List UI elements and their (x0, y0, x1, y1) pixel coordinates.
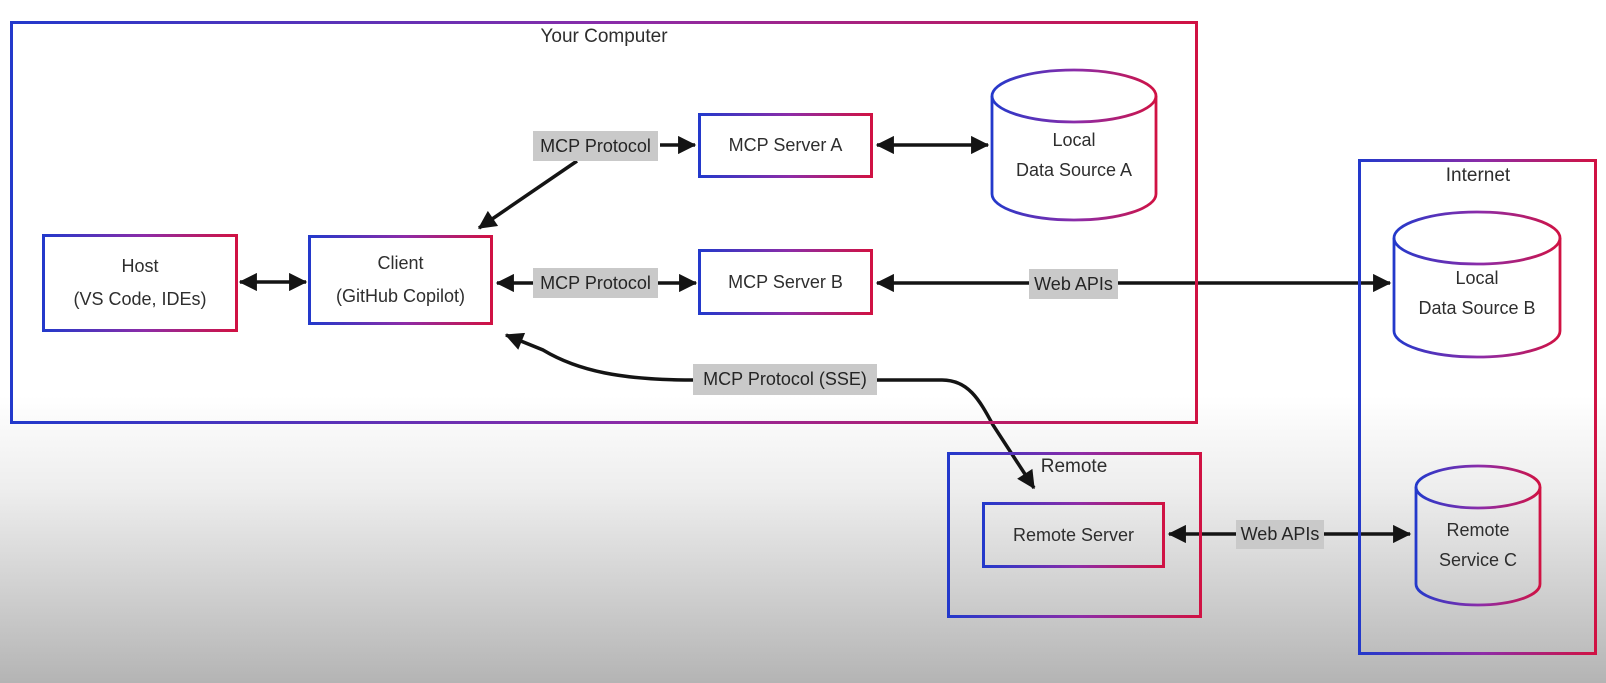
remote-service-c-line1: Remote (1446, 520, 1510, 540)
mcp-protocol-label-b: MCP Protocol (533, 268, 658, 298)
mcp-server-a-title: MCP Server A (728, 135, 843, 155)
client-title: Client (377, 253, 424, 273)
remote-server-node: Remote Server (982, 502, 1165, 568)
local-data-source-a-line2: Data Source A (1015, 160, 1133, 180)
your-computer-container (10, 21, 1198, 424)
client-subtitle: (GitHub Copilot) (335, 286, 466, 306)
local-data-source-b-line1: Local (1455, 268, 1499, 288)
mcp-server-b-node: MCP Server B (698, 249, 873, 315)
local-data-source-a-node: Local Data Source A (992, 125, 1156, 185)
mcp-protocol-label-a: MCP Protocol (533, 131, 658, 161)
internet-container (1358, 159, 1597, 655)
your-computer-label: Your Computer (540, 26, 668, 47)
host-title: Host (121, 256, 159, 276)
remote-server-title: Remote Server (1012, 524, 1135, 545)
host-node: Host (VS Code, IDEs) (42, 234, 238, 332)
internet-label: Internet (1445, 165, 1511, 186)
web-apis-label-c: Web APIs (1236, 520, 1324, 549)
local-data-source-b-node: Local Data Source B (1394, 263, 1560, 323)
mcp-server-a-node: MCP Server A (698, 113, 873, 178)
local-data-source-b-line2: Data Source B (1418, 298, 1536, 318)
web-apis-label-b: Web APIs (1029, 269, 1118, 299)
mcp-protocol-sse-label: MCP Protocol (SSE) (693, 364, 877, 395)
remote-label: Remote (1040, 456, 1108, 477)
host-subtitle: (VS Code, IDEs) (73, 289, 207, 309)
remote-service-c-line2: Service C (1438, 550, 1518, 570)
local-data-source-a-line1: Local (1052, 130, 1096, 150)
client-node: Client (GitHub Copilot) (308, 235, 493, 325)
mcp-server-b-title: MCP Server B (728, 271, 843, 292)
remote-service-c-node: Remote Service C (1416, 515, 1540, 575)
